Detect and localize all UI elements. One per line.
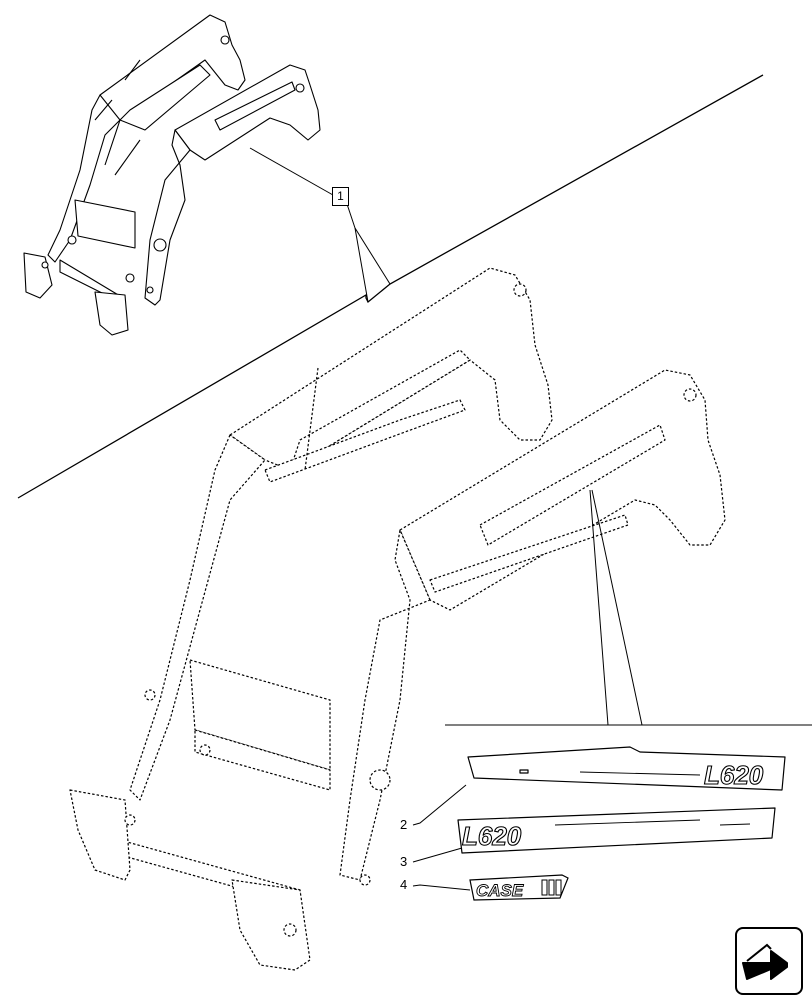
decal-4-text: CASE	[476, 881, 524, 900]
ih-logo-icon	[541, 879, 562, 896]
loader-detailed-view	[69, 267, 726, 971]
ref-label-3: 3	[400, 854, 408, 869]
next-page-arrow-icon	[742, 943, 788, 980]
ref-label-2: 2	[400, 817, 408, 832]
decal-2-text: L620	[704, 760, 764, 790]
decal-2	[467, 746, 786, 791]
ref-leaders	[412, 784, 471, 891]
callout-1: 1	[332, 187, 349, 206]
detail-leader	[589, 489, 643, 726]
next-page-button[interactable]	[735, 927, 803, 995]
callout-leader-1	[249, 147, 391, 303]
decal-3	[457, 807, 776, 854]
decal-3-text: L620	[462, 821, 522, 851]
decal-4: CASE	[469, 874, 569, 901]
ref-label-4: 4	[400, 877, 408, 892]
section-divider	[17, 74, 764, 499]
loader-overview-thumbnail	[23, 14, 321, 336]
